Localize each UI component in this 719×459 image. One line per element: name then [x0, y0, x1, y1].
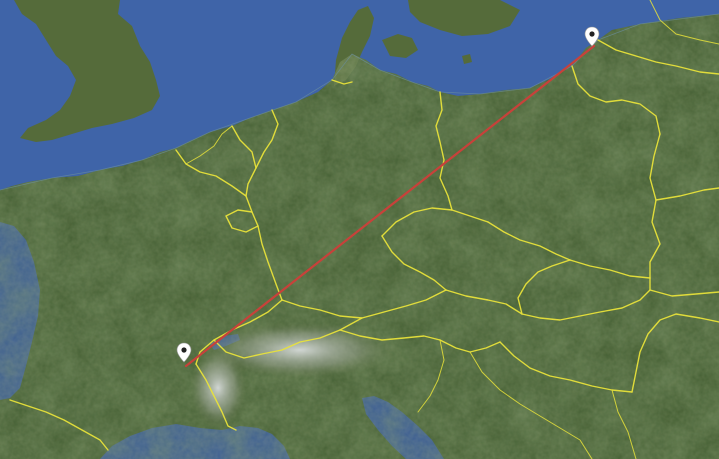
country-borders: [9, 0, 719, 459]
alps-mountains-west: [190, 348, 246, 428]
alps-mountains: [205, 322, 395, 378]
sweden-south: [408, 0, 520, 36]
danish-islands: [382, 34, 418, 58]
route-end-marker[interactable]: [584, 26, 600, 47]
great-britain-land: [14, 0, 160, 142]
route-line: [184, 44, 596, 368]
bornholm-island: [462, 54, 472, 64]
map-pin-dot: [589, 31, 595, 37]
map-pin-dot: [181, 347, 187, 353]
route-start-marker[interactable]: [176, 342, 192, 363]
